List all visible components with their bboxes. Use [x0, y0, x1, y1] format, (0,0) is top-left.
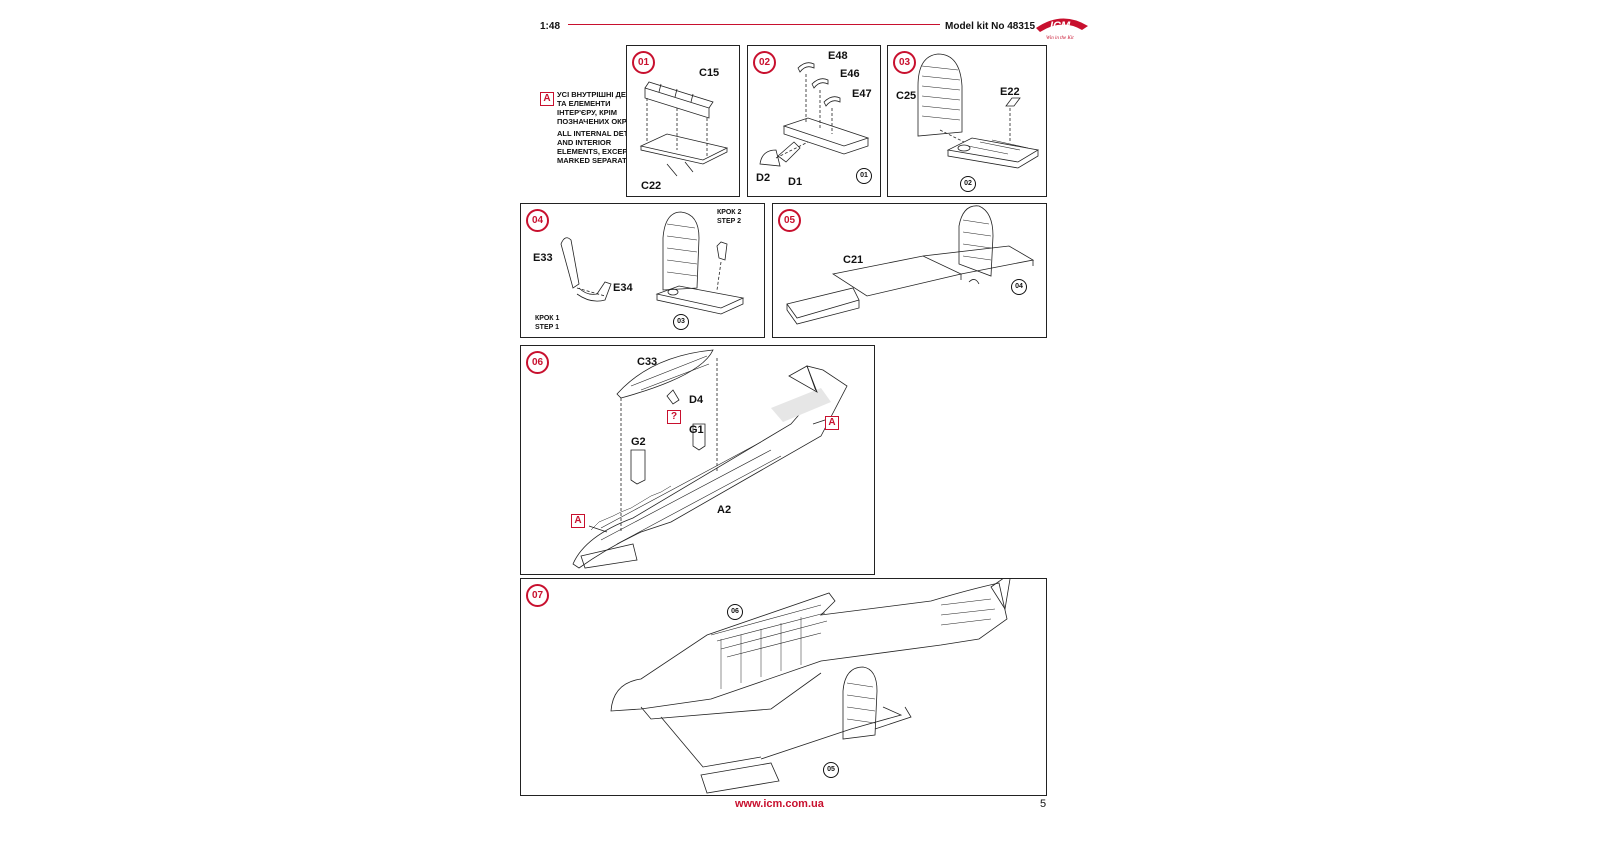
step-01-drawing	[639, 81, 729, 177]
step-reference: 05	[823, 762, 839, 778]
step-reference: 01	[856, 168, 872, 184]
instruction-page: 1:48 Model kit No 48315 ICM Win in the K…	[520, 0, 1100, 850]
svg-text:Win in the Kit: Win in the Kit	[1046, 36, 1074, 41]
part-label: C15	[699, 67, 720, 79]
step-02-panel: 02 E48 E46 E47 D2 D1 01	[747, 45, 881, 197]
page-number: 5	[1040, 798, 1047, 810]
icm-logo: ICM Win in the Kit	[1032, 14, 1092, 42]
step-reference: 06	[727, 604, 743, 620]
interior-marker: A	[571, 514, 585, 528]
part-label: E46	[840, 68, 860, 80]
part-label: E33	[533, 252, 553, 264]
part-label: A2	[717, 504, 732, 516]
part-label: D4	[689, 394, 704, 406]
part-label: E48	[828, 50, 848, 62]
step-01-panel: 01 C15 C22	[626, 45, 740, 197]
step-reference: 02	[960, 176, 976, 192]
step-04-number: 04	[526, 209, 549, 232]
step-06-drawing	[572, 349, 848, 569]
step-07-panel: 07 06 05	[520, 578, 1047, 796]
step-07-number: 07	[526, 584, 549, 607]
part-label: C33	[637, 356, 658, 368]
part-label: C21	[843, 254, 864, 266]
note-marker: A	[540, 92, 554, 106]
step-04-panel: 04 E33 E34 КРОК 1 STEP 1 КРОК 2 STEP 2 0…	[520, 203, 765, 338]
step-05-drawing	[786, 205, 1035, 325]
part-label: C22	[641, 180, 662, 192]
part-label: G2	[631, 436, 646, 448]
scale-label: 1:48	[540, 21, 561, 32]
step-reference: 03	[673, 314, 689, 330]
svg-text:ICM: ICM	[1050, 20, 1071, 32]
part-label: G1	[689, 424, 704, 436]
model-number: Model kit No 48315	[945, 21, 1036, 32]
header-rule	[568, 24, 940, 25]
part-label: D2	[756, 172, 771, 184]
step-03-drawing	[917, 53, 1040, 169]
part-label: D1	[788, 176, 803, 188]
step-01-number: 01	[632, 51, 655, 74]
step-02-drawing	[759, 62, 870, 167]
step-03-number: 03	[893, 51, 916, 74]
step-07-drawing	[610, 579, 1011, 794]
interior-marker: A	[825, 416, 839, 430]
website-link[interactable]: www.icm.com.ua	[735, 798, 824, 810]
step-06-panel: 06 C33 D4 G1 G2 A2 ? A A	[520, 345, 875, 575]
step-05-number: 05	[778, 209, 801, 232]
step-04-drawing	[560, 211, 745, 315]
step-03-panel: 03 C25 E22 02	[887, 45, 1047, 197]
step-02-number: 02	[753, 51, 776, 74]
note-text-ua: УСІ ВНУТРІШНІ ДЕТАЛІ ТА ЕЛЕМЕНТИ ІНТЕР'Є…	[557, 90, 644, 126]
note-text-en: ALL INTERNAL DETAILS AND INTERIOR ELEMEN…	[557, 129, 645, 165]
step-2-label: КРОК 2 STEP 2	[717, 209, 742, 225]
step-1-label: КРОК 1 STEP 1	[535, 315, 560, 331]
part-label: E47	[852, 88, 872, 100]
part-label: E22	[1000, 86, 1020, 98]
part-label: E34	[613, 282, 633, 294]
question-marker: ?	[667, 410, 681, 424]
part-label: C25	[896, 90, 917, 102]
step-reference: 04	[1011, 279, 1027, 295]
step-06-number: 06	[526, 351, 549, 374]
step-05-panel: 05 C21 04	[772, 203, 1047, 338]
